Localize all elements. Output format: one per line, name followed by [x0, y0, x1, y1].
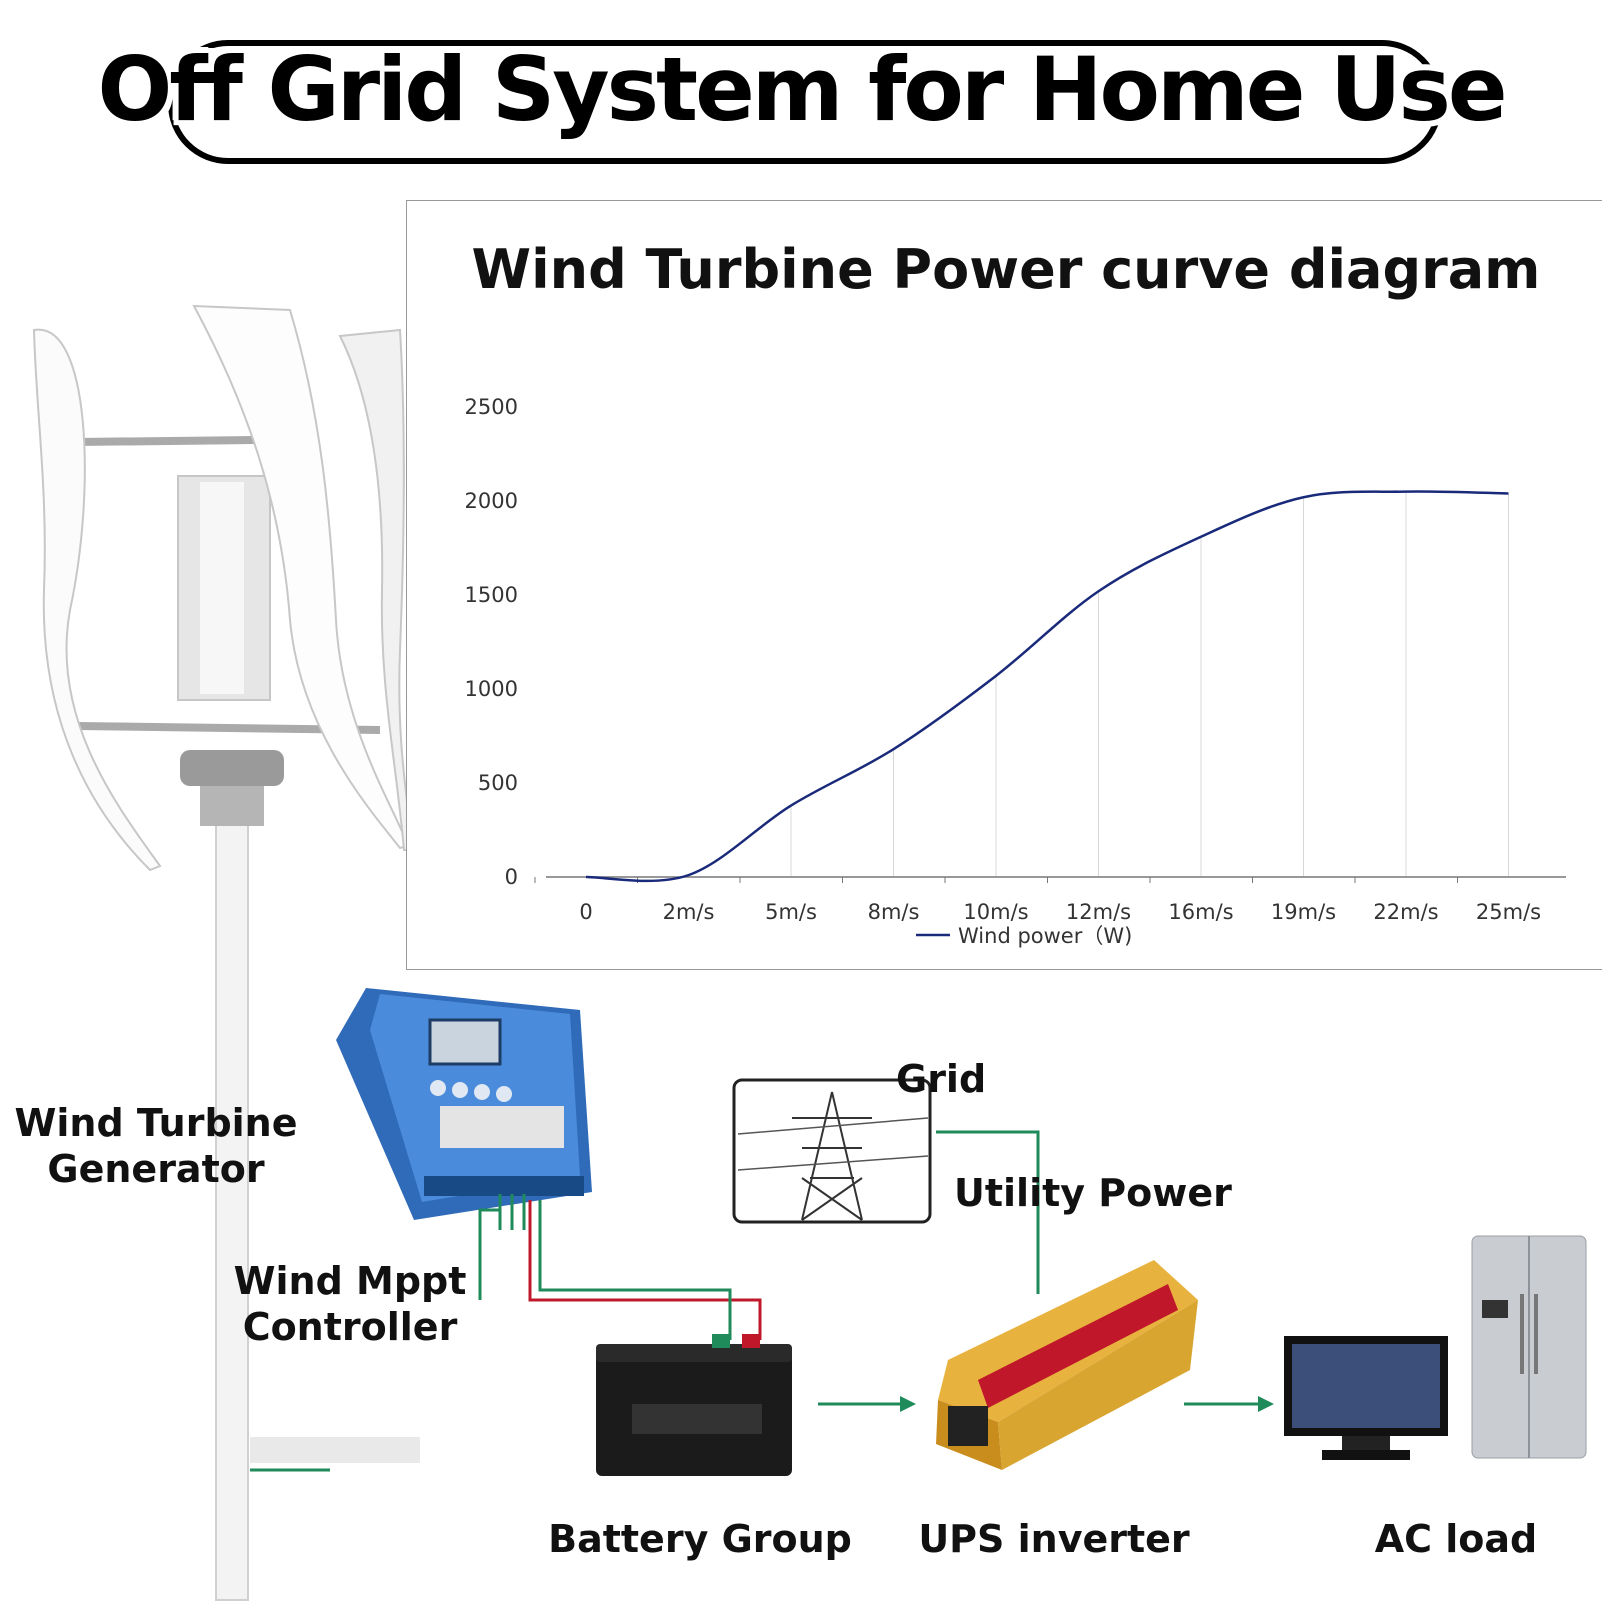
x-tick-label: 16m/s — [1168, 900, 1233, 924]
grid-tower-icon — [732, 1078, 932, 1224]
label-turbine-line2: Generator — [47, 1147, 265, 1191]
battery-device — [596, 1334, 792, 1476]
label-battery-group: Battery Group — [548, 1517, 852, 1561]
label-utility-power: Utility Power — [954, 1171, 1232, 1215]
utility-wire — [936, 1130, 1040, 1294]
y-tick-label: 1500 — [465, 583, 518, 607]
label-wind-turbine-generator: Wind Turbine Generator — [8, 1100, 304, 1192]
title-banner-outline — [168, 40, 1442, 164]
y-tick-label: 2500 — [465, 395, 518, 419]
y-tick-labels: 0 500 1000 1500 2000 2500 — [465, 395, 518, 889]
legend-label: Wind power（W) — [958, 924, 1132, 948]
main-title: Off Grid System for Home Use — [95, 36, 1509, 143]
x-tick-labels: 0 2m/s 5m/s 8m/s 10m/s 12m/s 16m/s 19m/s 22m/s 25… — [579, 900, 1541, 924]
x-tick-label: 2m/s — [663, 900, 715, 924]
label-wind-mppt-controller: Wind Mppt Controller — [222, 1258, 478, 1350]
x-tick-label: 5m/s — [765, 900, 817, 924]
label-grid: Grid — [896, 1057, 987, 1101]
y-tick-label: 500 — [478, 771, 518, 795]
label-turbine-line1: Wind Turbine — [14, 1101, 298, 1145]
controller-battery-wires — [478, 1200, 762, 1340]
x-tick-label: 19m/s — [1271, 900, 1336, 924]
chart-gridlines — [790, 491, 1509, 877]
television-icon — [1284, 1336, 1448, 1460]
y-tick-label: 2000 — [465, 489, 518, 513]
power-curve-chart: 0 500 1000 1500 2000 2500 0 2m/s 5m/s 8m/s 10m/s 1… — [465, 395, 1566, 948]
ups-inverter-device — [936, 1260, 1198, 1470]
mppt-controller-device — [336, 988, 592, 1230]
arrow-inverter-to-load — [1184, 1396, 1274, 1412]
series-line-wind-power — [585, 490, 1509, 883]
label-controller-line1: Wind Mppt — [233, 1259, 467, 1303]
chart-panel — [406, 200, 1602, 970]
refrigerator-icon — [1471, 1235, 1587, 1459]
arrow-battery-to-inverter — [818, 1396, 916, 1412]
x-tick-label: 10m/s — [963, 900, 1028, 924]
label-controller-line2: Controller — [242, 1305, 458, 1349]
x-tick-label: 22m/s — [1373, 900, 1438, 924]
x-tick-label: 0 — [579, 900, 592, 924]
x-tick-label: 25m/s — [1476, 900, 1541, 924]
y-tick-label: 0 — [505, 865, 518, 889]
y-tick-label: 1000 — [465, 677, 518, 701]
x-tick-label: 12m/s — [1066, 900, 1131, 924]
x-tick-label: 8m/s — [868, 900, 920, 924]
chart-title: Wind Turbine Power curve diagram — [471, 238, 1541, 301]
label-ups-inverter: UPS inverter — [918, 1517, 1190, 1561]
wind-turbine-illustration — [32, 304, 420, 1601]
label-ac-load: AC load — [1374, 1517, 1538, 1561]
